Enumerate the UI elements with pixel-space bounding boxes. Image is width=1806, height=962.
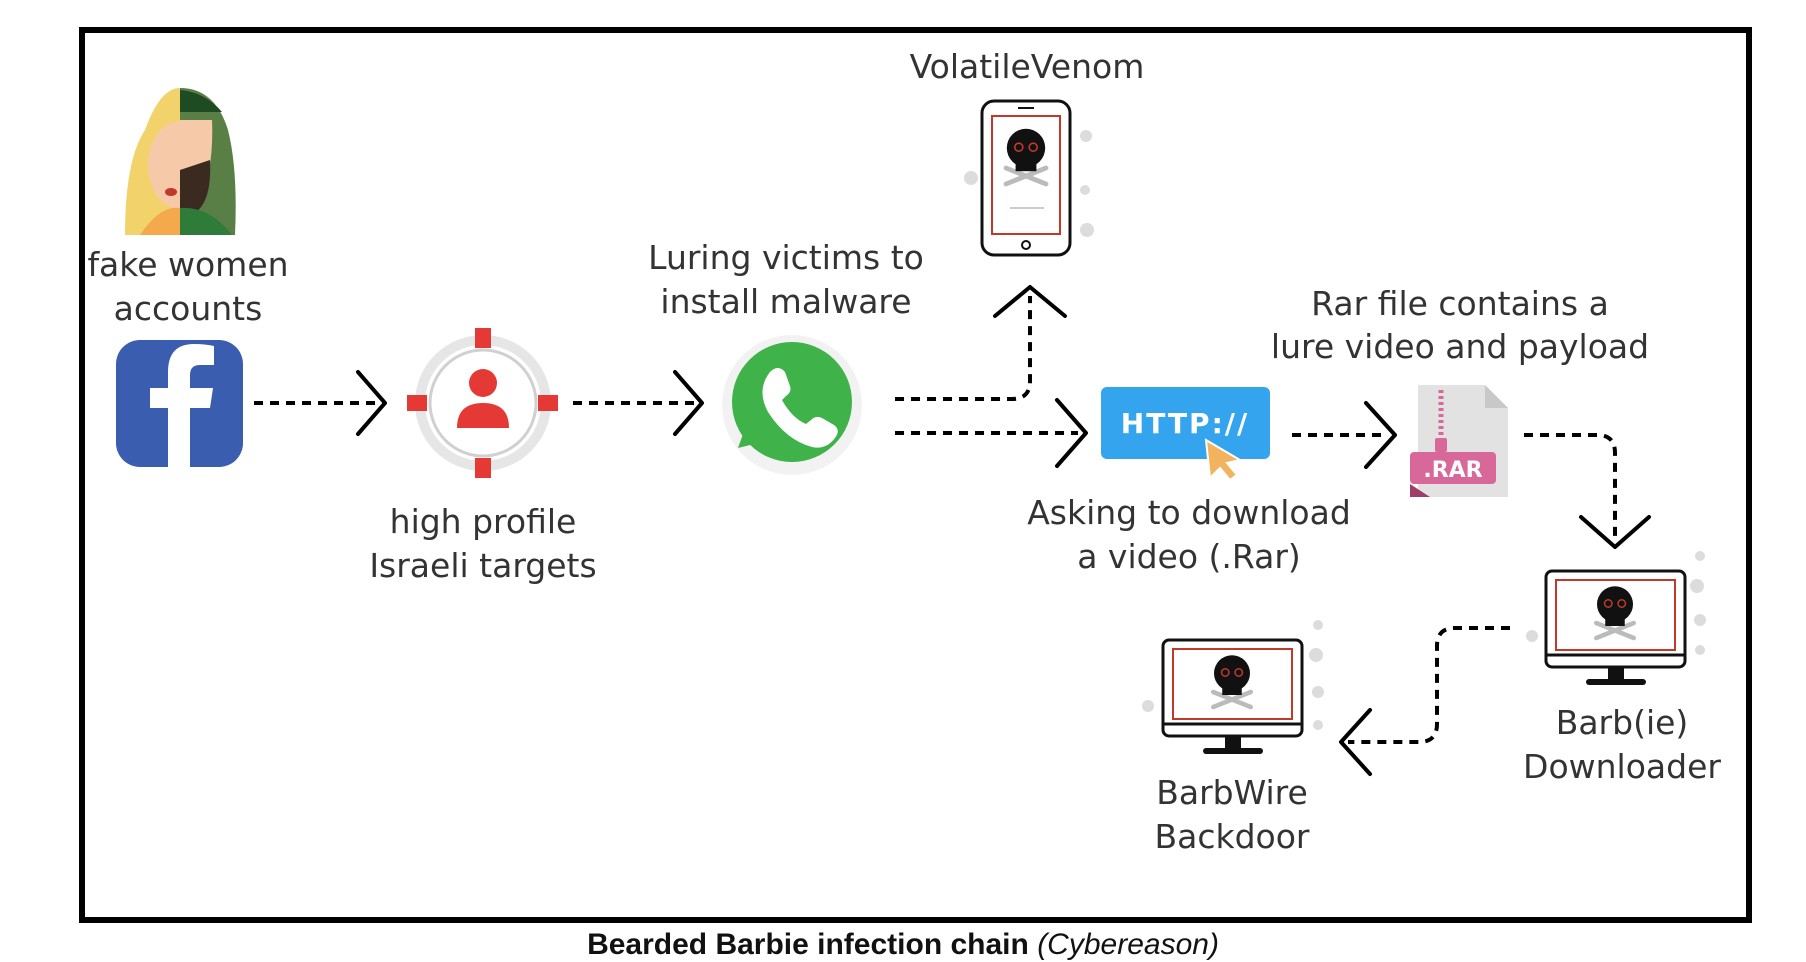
luring-label-line2: install malware <box>660 282 911 321</box>
arrow-downloader-to-backdoor <box>1339 626 1510 776</box>
facebook-icon <box>116 340 243 467</box>
fake-accounts-label-line2: accounts <box>114 289 263 328</box>
rar-label-line2: lure video and payload <box>1271 327 1649 366</box>
arrow-rar-to-downloader <box>1524 433 1651 549</box>
backdoor-label-line1: BarbWire <box>1156 773 1308 812</box>
half-woman-half-man-icon <box>125 88 236 235</box>
whatsapp-icon <box>722 335 862 475</box>
rar-label-line1: Rar file contains a <box>1311 284 1609 323</box>
download-label-line1: Asking to download <box>1027 493 1351 532</box>
arrow-http-to-rar <box>1292 401 1397 469</box>
malicious-monitor-icon <box>1142 620 1324 754</box>
caption-title: Bearded Barbie infection chain <box>587 928 1029 961</box>
figure-caption: Bearded Barbie infection chain (Cybereas… <box>0 928 1806 962</box>
arrow-whatsapp-to-http <box>895 398 1088 468</box>
target-user-icon <box>407 328 558 478</box>
http-badge-text: HTTP:// <box>1121 407 1249 440</box>
download-label-line2: a video (.Rar) <box>1077 537 1301 576</box>
volatilevenom-label: VolatileVenom <box>910 47 1145 86</box>
rar-badge-text: .RAR <box>1423 458 1482 483</box>
caption-source: (Cybereason) <box>1037 928 1219 961</box>
downloader-label-line2: Downloader <box>1523 747 1721 786</box>
fake-accounts-label-line1: fake women <box>87 245 288 284</box>
arrow-targets-to-whatsapp <box>573 370 704 436</box>
malicious-monitor-icon <box>1526 551 1706 685</box>
arrow-whatsapp-to-volatilevenom <box>895 285 1067 401</box>
luring-label-line1: Luring victims to <box>648 238 924 277</box>
diagram-frame <box>79 27 1752 923</box>
arrow-facebook-to-targets <box>254 370 387 436</box>
http-link-icon: HTTP:// <box>1101 387 1270 482</box>
rar-file-icon: .RAR <box>1410 385 1508 497</box>
backdoor-label-line2: Backdoor <box>1154 817 1309 856</box>
malicious-phone-icon <box>964 99 1094 257</box>
targets-label-line1: high profile <box>390 502 577 541</box>
targets-label-line2: Israeli targets <box>369 546 596 585</box>
infection-chain-diagram: fake women accounts high profile Israeli… <box>87 47 1721 856</box>
downloader-label-line1: Barb(ie) <box>1556 703 1689 742</box>
